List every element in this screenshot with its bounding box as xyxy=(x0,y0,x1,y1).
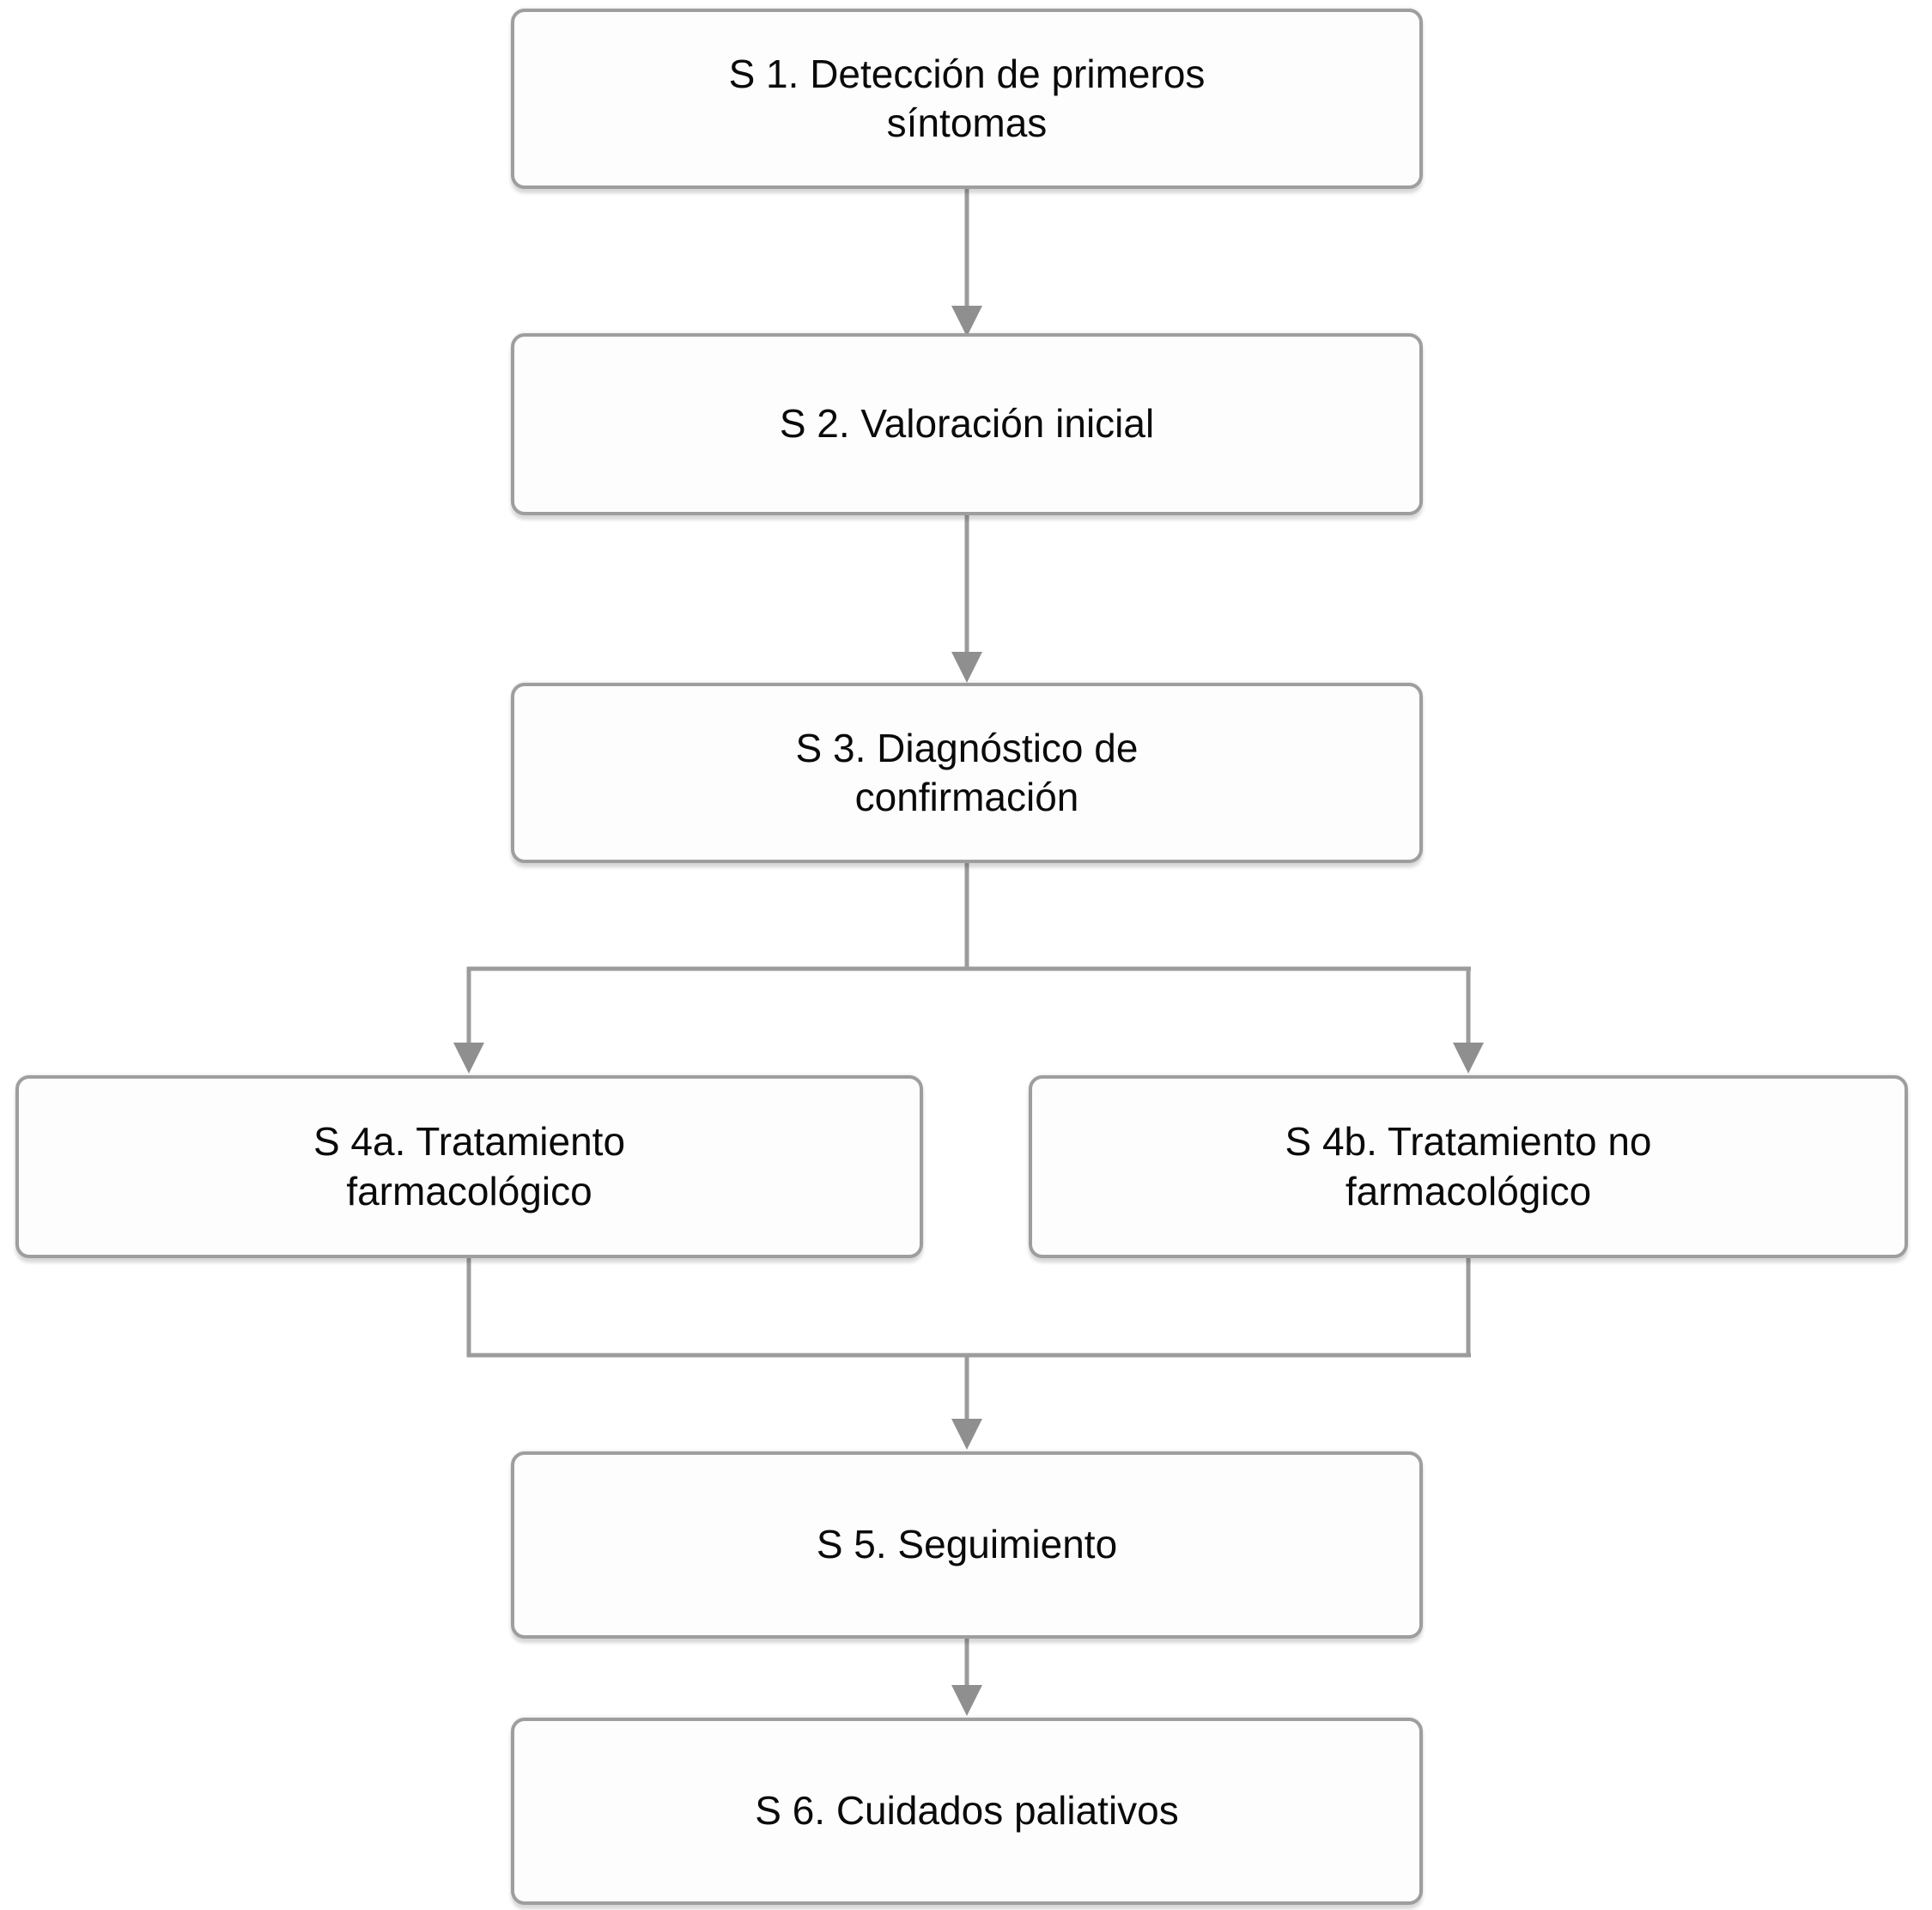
edge-s2-s3-arrowhead-icon xyxy=(951,652,982,683)
edge-s5-s6-arrowhead-icon xyxy=(951,1685,982,1716)
node-s3-diagnostico-confirmacion: S 3. Diagnóstico de confirmación xyxy=(511,683,1423,863)
edge-s1-s2-arrowhead-icon xyxy=(951,306,982,337)
node-s2-valoracion-inicial: S 2. Valoración inicial xyxy=(511,333,1423,515)
node-s1-deteccion-primeros-sintomas: S 1. Detección de primeros síntomas xyxy=(511,9,1423,189)
node-s5-seguimiento: S 5. Seguimiento xyxy=(511,1451,1423,1639)
node-s4a-tratamiento-farmacologico: S 4a. Tratamiento farmacológico xyxy=(15,1075,923,1258)
node-s6-cuidados-paliativos: S 6. Cuidados paliativos xyxy=(511,1718,1423,1905)
edge-s3-s4a-arrowhead-icon xyxy=(453,1043,484,1074)
edge-merge-s5-arrowhead-icon xyxy=(951,1419,982,1450)
node-s4b-tratamiento-no-farmacologico: S 4b. Tratamiento no farmacológico xyxy=(1029,1075,1908,1258)
edge-s3-s4b-arrowhead-icon xyxy=(1453,1043,1484,1074)
